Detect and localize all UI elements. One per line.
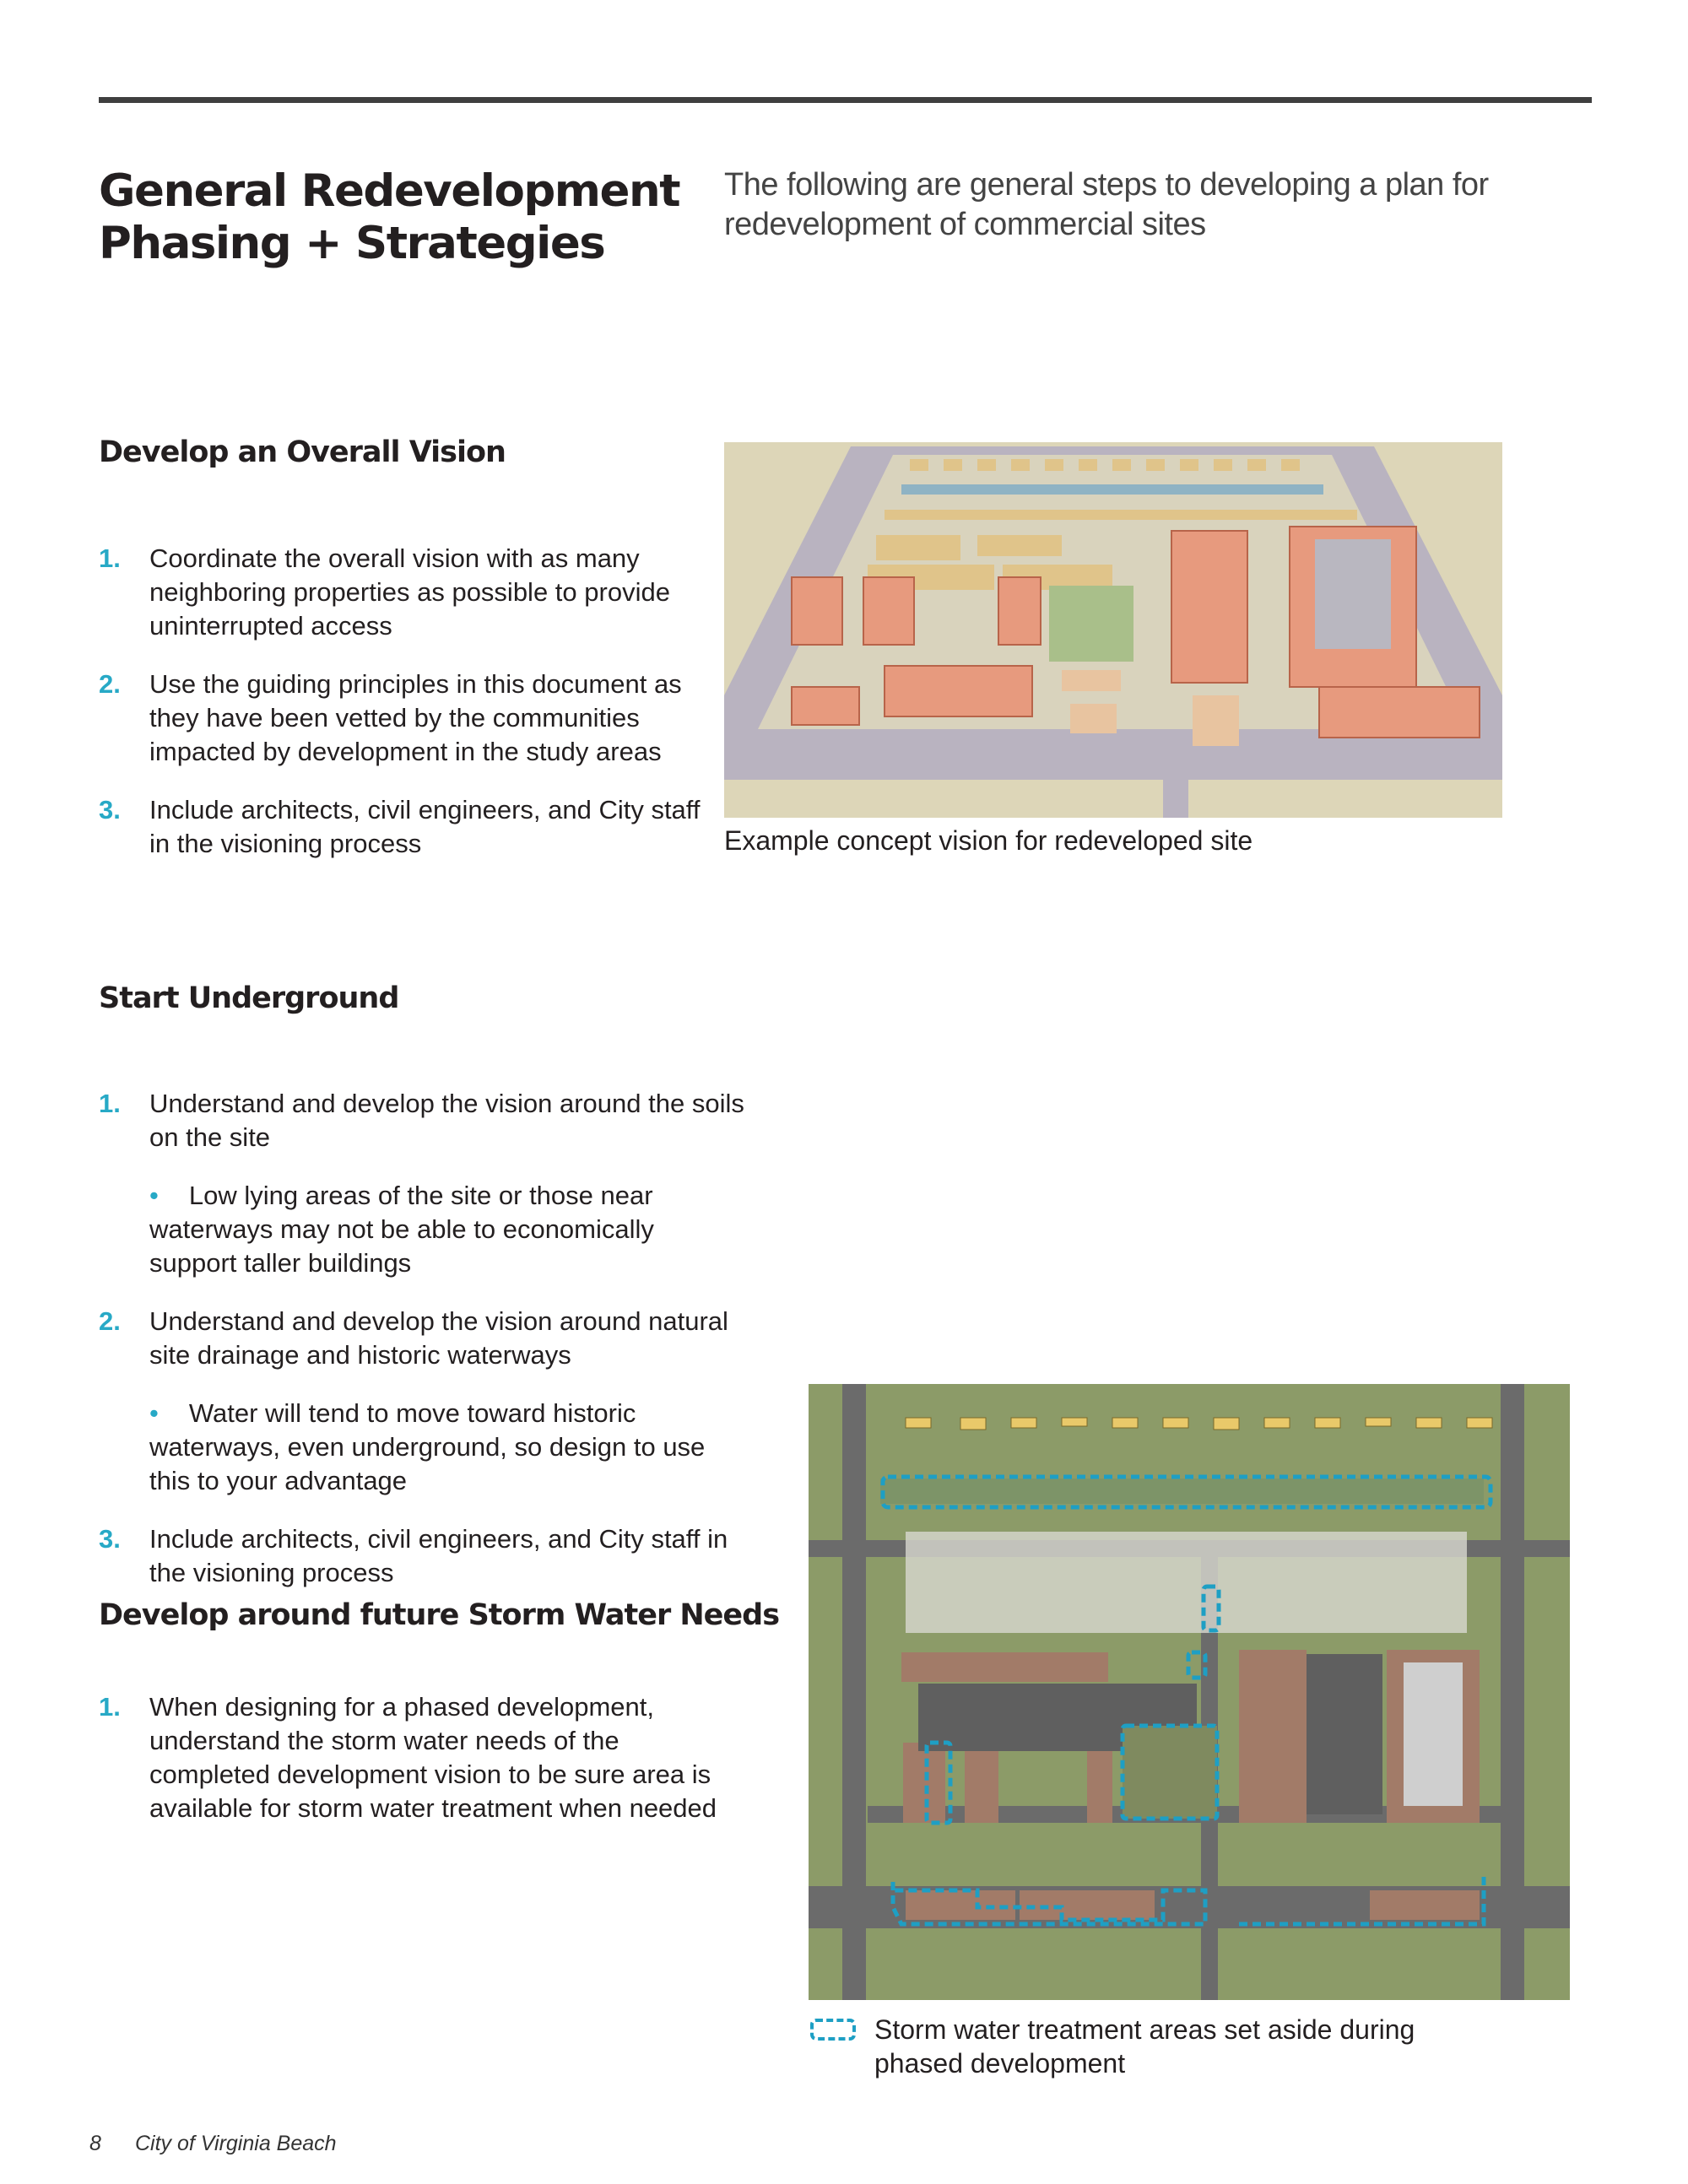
vision-list: 1. Coordinate the overall vision with as …	[99, 542, 706, 885]
list-item: 2. Understand and develop the vision arou…	[99, 1305, 757, 1372]
list-number: 3.	[99, 1524, 121, 1554]
list-text: Use the guiding principles in this docum…	[149, 669, 682, 766]
list-item: 3. Include architects, civil engineers, a…	[99, 1522, 757, 1590]
list-number: 2.	[99, 1306, 121, 1336]
section-heading-storm-water: Develop around future Storm Water Needs	[99, 1598, 780, 1632]
page-number: 8	[89, 2132, 101, 2155]
storm-water-site-plan	[809, 1384, 1570, 2000]
title-line: General Redevelopment	[99, 165, 681, 217]
legend-text: phased development	[874, 2048, 1126, 2079]
page-title: General Redevelopment Phasing + Strategi…	[99, 165, 681, 270]
sub-list-text: Water will tend to move toward historic …	[149, 1398, 706, 1495]
list-text: Understand and develop the vision around…	[149, 1306, 728, 1370]
list-item: 1. When designing for a phased developmen…	[99, 1690, 740, 1825]
list-item: 2. Use the guiding principles in this doc…	[99, 668, 706, 769]
sub-list-item: •Water will tend to move toward historic…	[99, 1397, 740, 1498]
list-text: When designing for a phased development,…	[149, 1692, 717, 1823]
list-number: 2.	[99, 669, 121, 699]
list-number: 1.	[99, 543, 121, 573]
section-heading-underground: Start Underground	[99, 981, 399, 1015]
figure-caption: Example concept vision for redeveloped s…	[724, 825, 1253, 856]
top-rule	[99, 97, 1592, 103]
storm-water-legend: Storm water treatment areas set aside du…	[874, 2013, 1415, 2080]
legend-text: Storm water treatment areas set aside du…	[874, 2014, 1415, 2045]
list-number: 1.	[99, 1089, 121, 1118]
underground-list: 1. Understand and develop the vision arou…	[99, 1087, 757, 1614]
list-text: Include architects, civil engineers, and…	[149, 1524, 728, 1587]
storm-water-list: 1. When designing for a phased developmen…	[99, 1690, 740, 1850]
bullet-icon: •	[149, 1181, 159, 1210]
list-item: 1. Understand and develop the vision arou…	[99, 1087, 757, 1154]
list-number: 1.	[99, 1692, 121, 1722]
list-text: Understand and develop the vision around…	[149, 1089, 744, 1152]
list-item: 3. Include architects, civil engineers, a…	[99, 793, 706, 861]
concept-vision-illustration	[724, 442, 1502, 818]
list-item: 1. Coordinate the overall vision with as …	[99, 542, 706, 643]
site-plan-illustration	[809, 1384, 1570, 2000]
sub-list-text: Low lying areas of the site or those nea…	[149, 1181, 654, 1278]
list-text: Coordinate the overall vision with as ma…	[149, 543, 670, 641]
list-text: Include architects, civil engineers, and…	[149, 795, 701, 858]
list-number: 3.	[99, 795, 121, 824]
sub-list-item: •Low lying areas of the site or those ne…	[99, 1179, 706, 1280]
intro-text: The following are general steps to devel…	[724, 167, 1489, 242]
storm-water-legend-icon	[810, 2019, 856, 2041]
concept-vision-image	[724, 442, 1502, 818]
bullet-icon: •	[149, 1398, 159, 1428]
publication-name: City of Virginia Beach	[135, 2132, 337, 2155]
title-line: Phasing + Strategies	[99, 218, 606, 269]
section-heading-vision: Develop an Overall Vision	[99, 435, 506, 469]
